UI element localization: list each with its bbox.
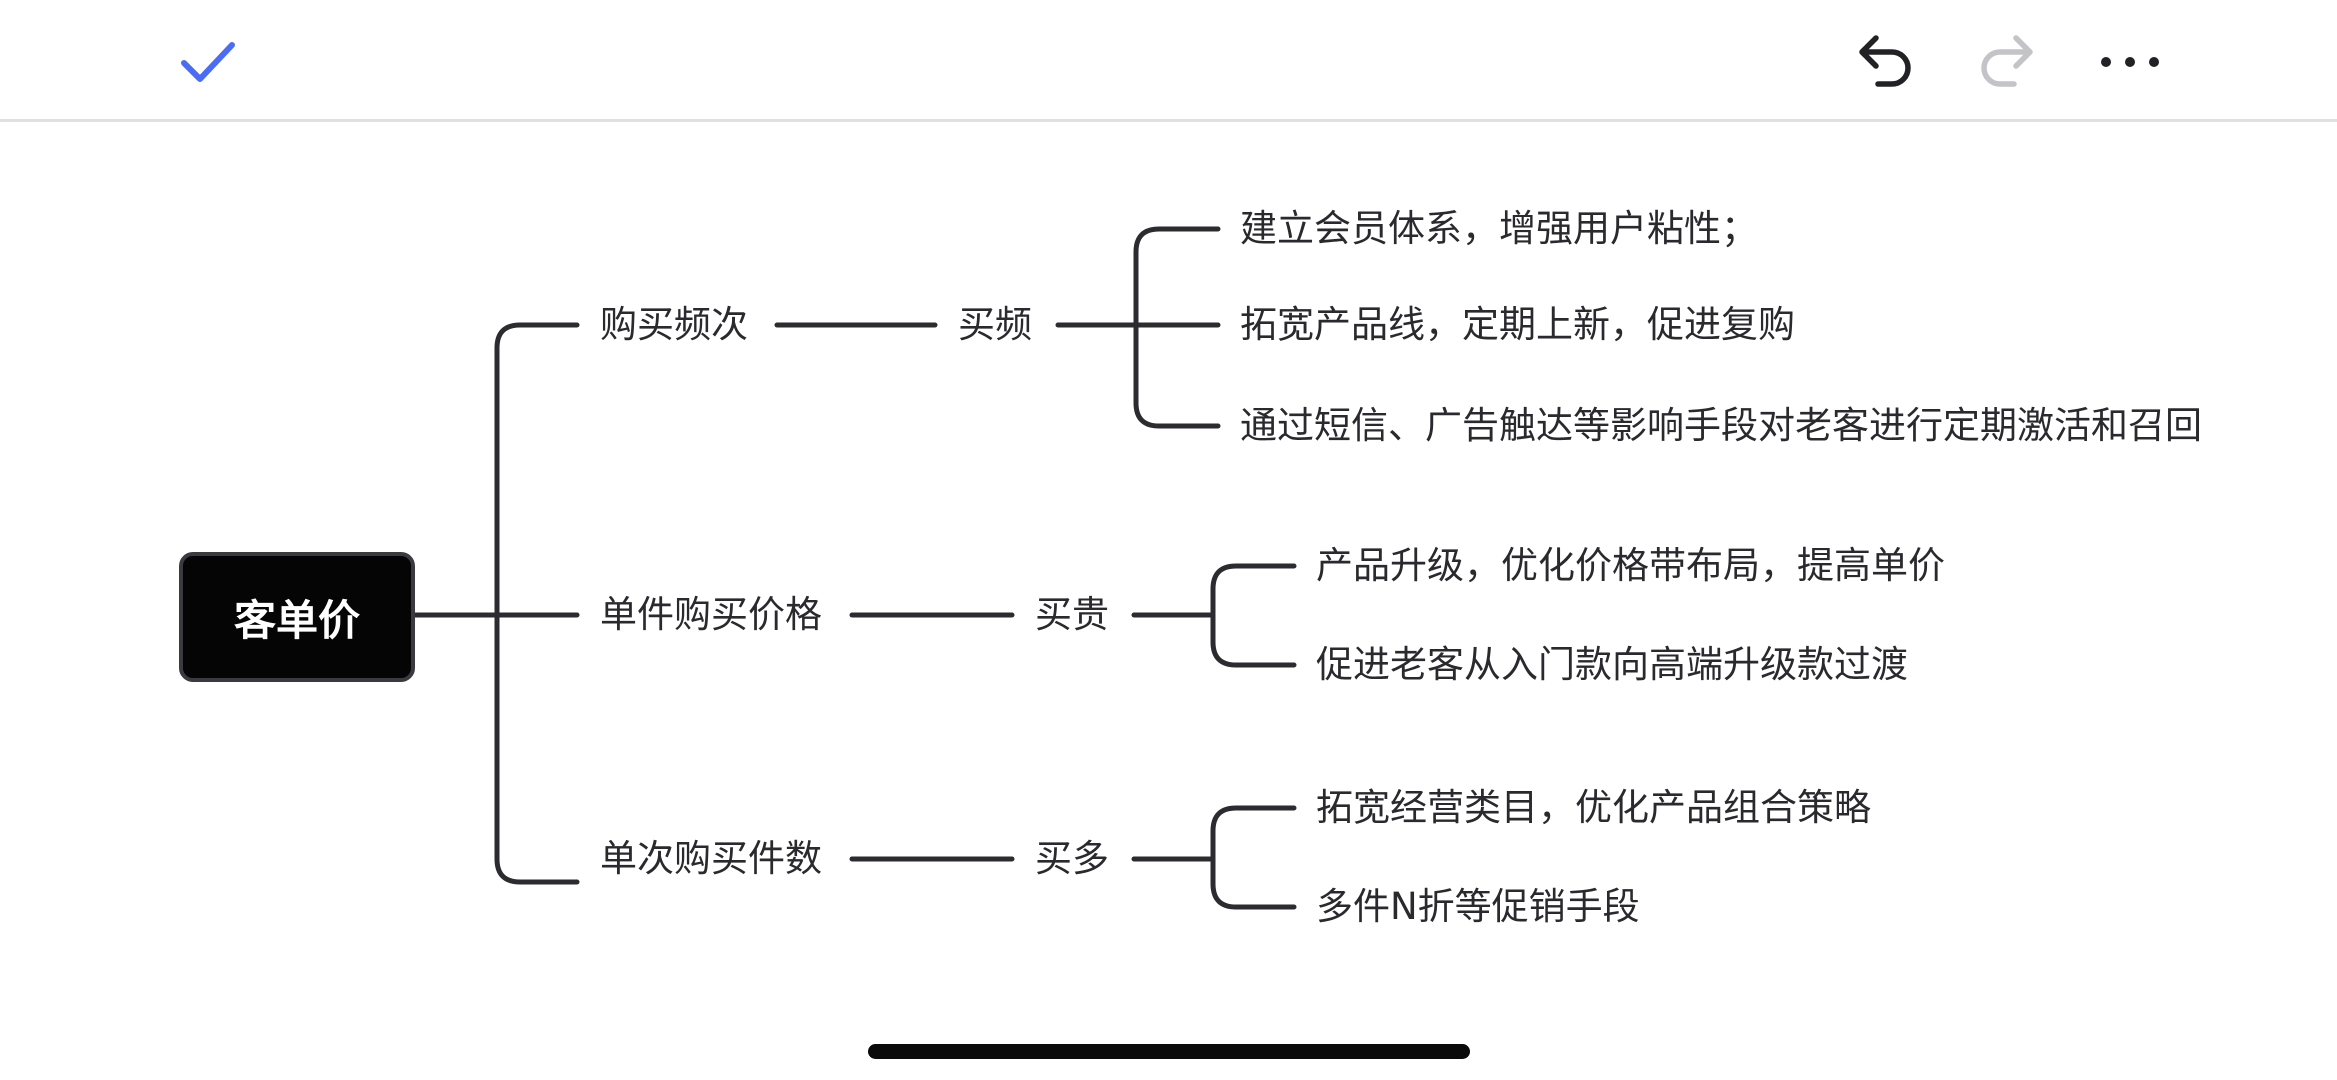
root-node[interactable]: 客单价: [179, 552, 415, 682]
leaf-node[interactable]: 拓宽产品线，定期上新，促进复购: [1240, 303, 1795, 346]
top-toolbar: [0, 0, 2337, 122]
redo-icon: [1981, 35, 2033, 87]
branch-node-quantity[interactable]: 单次购买件数: [600, 837, 822, 880]
confirm-button[interactable]: [168, 22, 248, 102]
sub-node-buy-expensive[interactable]: 买贵: [1035, 593, 1109, 636]
checkmark-icon: [181, 42, 235, 82]
undo-icon: [1859, 35, 1911, 87]
redo-button[interactable]: [1966, 22, 2046, 102]
leaf-node[interactable]: 促进老客从入门款向高端升级款过渡: [1316, 643, 1908, 686]
branch-node-frequency[interactable]: 购买频次: [600, 303, 748, 346]
leaf-node[interactable]: 通过短信、广告触达等影响手段对老客进行定期激活和召回: [1240, 404, 2202, 447]
branch-node-unit-price[interactable]: 单件购买价格: [600, 593, 822, 636]
mindmap-connectors: [412, 226, 1297, 910]
sub-node-buy-more[interactable]: 买多: [1035, 837, 1109, 880]
leaf-node[interactable]: 多件N折等促销手段: [1316, 885, 1640, 928]
leaf-node[interactable]: 拓宽经营类目，优化产品组合策略: [1316, 786, 1871, 829]
leaf-node[interactable]: 建立会员体系，增强用户粘性；: [1240, 207, 1758, 250]
more-icon: [2101, 57, 2159, 67]
sub-node-buy-frequency[interactable]: 买频: [958, 303, 1032, 346]
leaf-node[interactable]: 产品升级，优化价格带布局，提高单价: [1316, 544, 1945, 587]
home-indicator[interactable]: [868, 1044, 1470, 1059]
more-options-button[interactable]: [2090, 22, 2170, 102]
mindmap-canvas[interactable]: 客单价 购买频次 买频 建立会员体系，增强用户粘性； 拓宽产品线，定期上新，促进…: [0, 122, 2337, 1080]
root-node-label: 客单价: [233, 595, 360, 645]
undo-button[interactable]: [1846, 22, 1926, 102]
